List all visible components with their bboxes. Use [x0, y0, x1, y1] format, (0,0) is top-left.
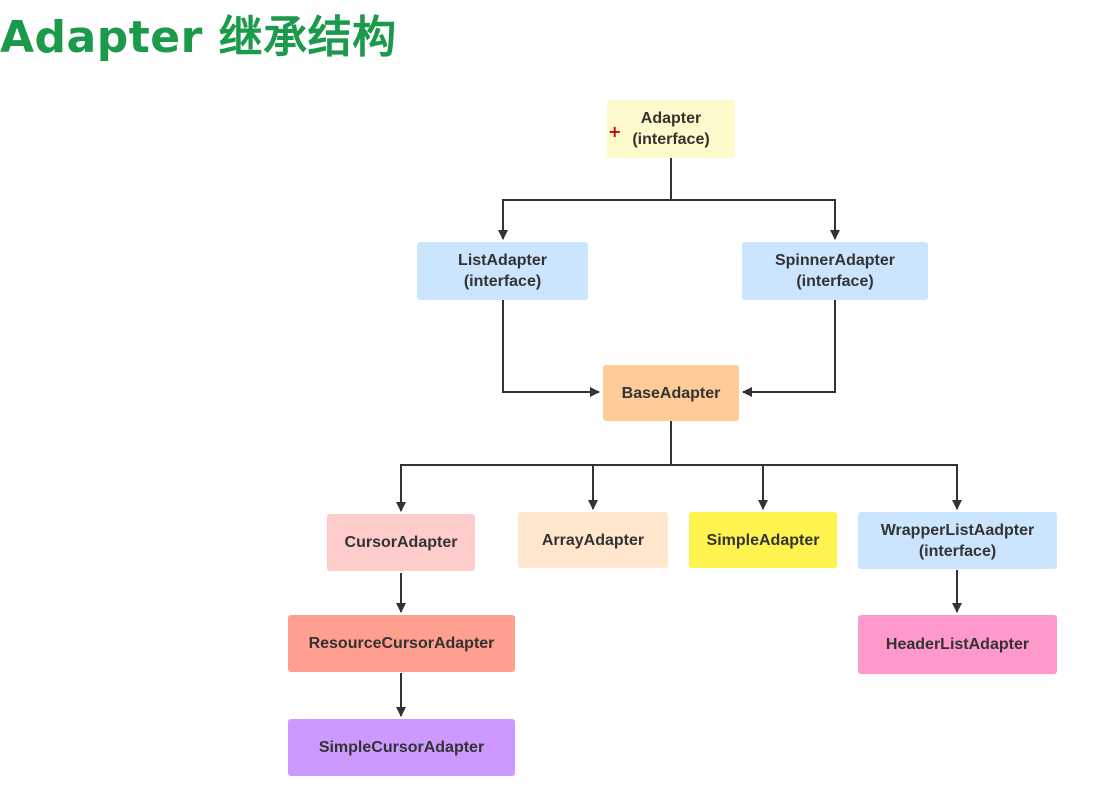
node-adapter: Adapter (interface) — [607, 100, 735, 158]
node-list-adapter-name: ListAdapter — [458, 252, 547, 269]
node-resource-cursor-adapter: ResourceCursorAdapter — [288, 615, 515, 672]
node-list-adapter: ListAdapter (interface) — [417, 242, 588, 300]
node-header-list-adapter: HeaderListAdapter — [858, 615, 1057, 674]
edge-base-adapter-to-wrapper-list-adapter — [670, 421, 962, 510]
node-cursor-adapter: CursorAdapter — [327, 514, 475, 571]
node-header-list-adapter-name: HeaderListAdapter — [885, 636, 1030, 653]
node-base-adapter: BaseAdapter — [603, 365, 739, 421]
node-spinner-adapter: SpinnerAdapter (interface) — [742, 242, 928, 300]
edge-list-adapter-to-base-adapter — [502, 300, 600, 397]
page-title: Adapter 继承结构 — [0, 12, 397, 63]
node-adapter-subtitle: (interface) — [632, 131, 710, 148]
node-resource-cursor-adapter-name: ResourceCursorAdapter — [308, 635, 495, 652]
node-list-adapter-subtitle: (interface) — [463, 273, 542, 290]
edge-base-adapter-to-array-adapter — [588, 421, 672, 510]
node-wrapper-list-adapter-subtitle: (interface) — [918, 542, 997, 560]
node-array-adapter-name: ArrayAdapter — [541, 531, 645, 549]
node-simple-cursor-adapter: SimpleCursorAdapter — [288, 719, 515, 776]
node-spinner-adapter-name: SpinnerAdapter — [774, 252, 895, 269]
node-adapter-name: Adapter — [640, 110, 702, 127]
node-simple-adapter-name: SimpleAdapter — [706, 531, 820, 549]
edge-adapter-to-list-adapter — [498, 157, 672, 240]
node-simple-cursor-adapter-name: SimpleCursorAdapter — [318, 739, 485, 756]
cursor-crosshair-icon: + — [608, 122, 622, 141]
node-wrapper-list-adapter-name: WrapperListAadpter — [880, 521, 1035, 539]
edge-adapter-to-spinner-adapter — [670, 157, 840, 240]
node-cursor-adapter-name: CursorAdapter — [344, 534, 458, 551]
node-wrapper-list-adapter: WrapperListAadpter (interface) — [858, 512, 1057, 569]
node-array-adapter: ArrayAdapter — [518, 512, 668, 568]
node-spinner-adapter-subtitle: (interface) — [796, 273, 874, 290]
edge-spinner-adapter-to-base-adapter — [742, 300, 836, 397]
node-simple-adapter: SimpleAdapter — [689, 512, 837, 568]
node-base-adapter-name: BaseAdapter — [621, 384, 721, 402]
